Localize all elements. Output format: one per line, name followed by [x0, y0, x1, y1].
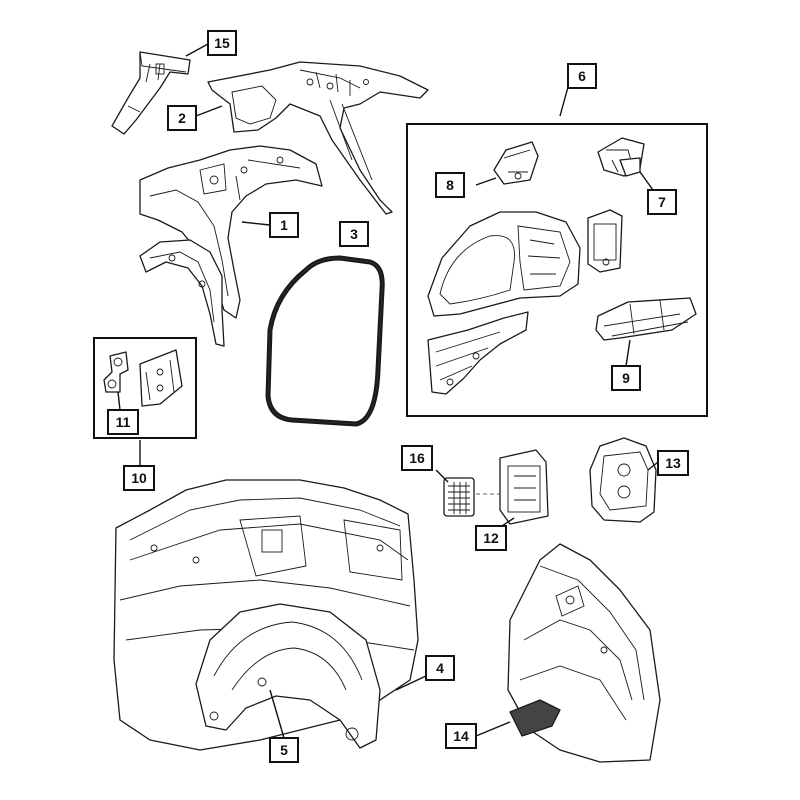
svg-text:9: 9	[622, 370, 630, 386]
part-6-tray	[587, 209, 623, 273]
callout-3: 3	[339, 221, 369, 247]
callout-8: 8	[435, 172, 465, 198]
callout-14: 14	[445, 723, 477, 749]
part-6-rear-panel	[427, 311, 529, 395]
svg-text:16: 16	[409, 450, 425, 466]
part-9-rail	[595, 297, 697, 341]
callout-7: 7	[647, 189, 677, 215]
part-1-wheel-arch	[139, 239, 225, 347]
part-3-seal	[265, 255, 385, 427]
callout-9: 9	[611, 365, 641, 391]
callout-11: 11	[107, 409, 139, 435]
part-15-bracket	[111, 51, 191, 135]
svg-text:12: 12	[483, 530, 499, 546]
svg-text:6: 6	[578, 68, 586, 84]
group-10-box	[93, 337, 197, 439]
svg-text:2: 2	[178, 110, 186, 126]
part-11-clip	[103, 349, 183, 407]
callout-16: 16	[401, 445, 433, 471]
svg-text:7: 7	[658, 194, 666, 210]
callout-15: 15	[207, 30, 237, 56]
callout-2: 2	[167, 105, 197, 131]
callout-4: 4	[425, 655, 455, 681]
part-8-bracket	[493, 141, 539, 185]
svg-text:14: 14	[453, 728, 469, 744]
part-16-vent-grille	[443, 477, 475, 517]
callout-6: 6	[567, 63, 597, 89]
svg-text:11: 11	[116, 414, 131, 430]
svg-text:1: 1	[280, 217, 288, 233]
part-6-wheelhouse	[427, 211, 581, 317]
group-6-box	[406, 123, 708, 417]
svg-text:4: 4	[436, 660, 444, 676]
callout-10: 10	[123, 465, 155, 491]
part-4-wheel-liner	[195, 603, 381, 749]
callout-13: 13	[657, 450, 689, 476]
callout-5: 5	[269, 737, 299, 763]
part-2-upper-panel	[207, 61, 429, 215]
part-13-tail-lamp	[589, 437, 657, 523]
svg-text:13: 13	[665, 455, 681, 471]
callout-12: 12	[475, 525, 507, 551]
part-14-trunk-area	[507, 543, 661, 763]
svg-text:15: 15	[214, 35, 230, 51]
svg-text:10: 10	[131, 470, 147, 486]
svg-text:8: 8	[446, 177, 454, 193]
part-12-module	[476, 449, 549, 525]
svg-text:5: 5	[280, 742, 288, 758]
callout-1: 1	[269, 212, 299, 238]
leader-lines	[117, 43, 659, 739]
part-7-block	[597, 137, 645, 177]
svg-text:3: 3	[350, 226, 358, 242]
